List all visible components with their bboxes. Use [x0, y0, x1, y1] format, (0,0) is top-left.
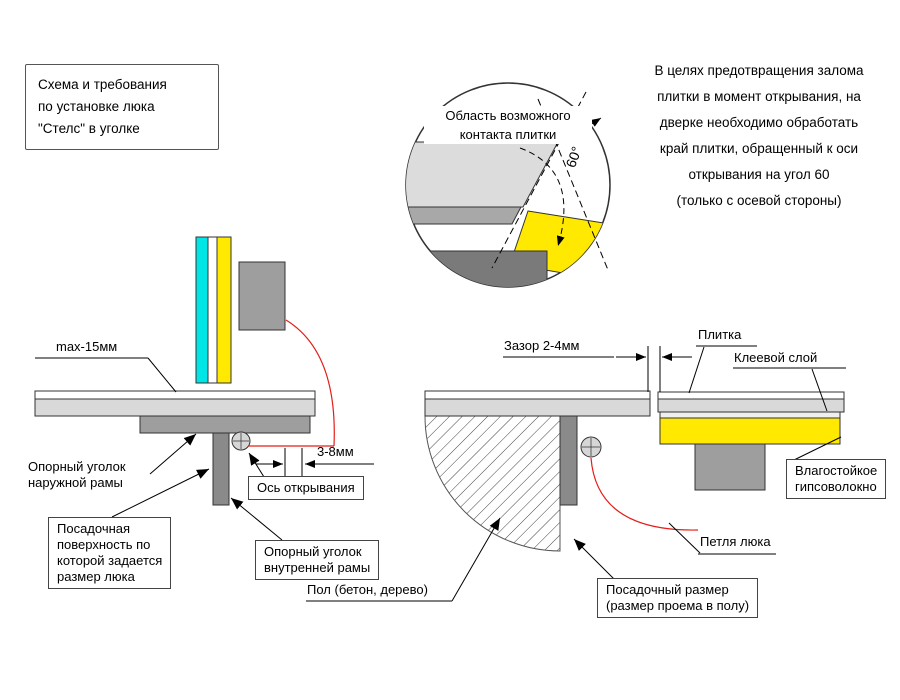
note-text: В целях предотвращения залома плитки в м… — [620, 58, 898, 214]
note-line-1: В целях предотвращения залома — [654, 63, 864, 78]
outer-angle-line-1: Опорный уголок — [28, 459, 126, 474]
seating-surface-label: Посадочная поверхность по которой задает… — [48, 517, 172, 589]
outer-frame-angle — [139, 415, 311, 434]
seating-size-label: Посадочный размер (размер проема в полу) — [597, 578, 759, 618]
inner-frame-angle-post — [212, 432, 230, 506]
seating-size-line-1: Посадочный размер — [606, 582, 729, 597]
right-annotations — [306, 345, 846, 602]
gypsum-line-2: гипсоволокно — [795, 479, 877, 494]
inner-angle-label: Опорный уголок внутренней рамы — [255, 540, 380, 580]
gap-2-4-label: Зазор 2-4мм — [504, 338, 580, 353]
left-slab-tile — [34, 398, 316, 417]
note-line-4: край плитки, обращенный к оси — [659, 141, 859, 156]
note-line-5: открывания на угол 60 — [688, 167, 830, 182]
gypsum-label: Влагостойкое гипсоволокно — [786, 459, 887, 499]
door-tile-top-layer — [657, 391, 845, 400]
title-box: Схема и требования по установке люка "Ст… — [25, 64, 219, 150]
gap-3-8-label: 3-8мм — [317, 444, 354, 459]
detail-contact-line-1: Область возможного — [445, 108, 571, 123]
seating-surface-line-2: поверхность по — [57, 537, 151, 552]
outer-angle-label: Опорный уголок наружной рамы — [28, 459, 126, 491]
gypsum-line-1: Влагостойкое — [795, 463, 878, 478]
seating-surface-line-4: размер люка — [57, 569, 135, 584]
detail-glue — [406, 206, 522, 225]
right-slab-tile — [424, 398, 651, 417]
hinge-label: Петля люка — [700, 534, 771, 549]
note-line-6: (только с осевой стороны) — [676, 193, 842, 208]
door-tile-strip — [195, 236, 209, 384]
note-line-2: плитки в момент открывания, на — [657, 89, 861, 104]
glue-layer — [659, 411, 841, 419]
title-line-2: по установке люка — [38, 99, 155, 114]
inner-angle-line-2: внутренней рамы — [264, 560, 371, 575]
right-opening-arc — [590, 457, 699, 531]
left-section-shapes — [34, 236, 316, 506]
title-line-3: "Стелс" в уголке — [38, 121, 140, 136]
left-opening-arc — [248, 319, 335, 447]
frame-post — [559, 415, 578, 506]
max-thickness-label: max-15мм — [56, 339, 118, 354]
detail-contact-line-2: контакта плитки — [459, 127, 557, 142]
title-line-1: Схема и требования — [38, 77, 167, 92]
outer-angle-line-2: наружной рамы — [28, 475, 123, 490]
tile-label: Плитка — [698, 327, 742, 342]
opening-axis-label: Ось открывания — [248, 476, 364, 500]
seating-size-line-2: (размер проема в полу) — [606, 598, 750, 613]
detail-frame-block — [406, 250, 548, 287]
right-slab-top-layer — [424, 390, 651, 400]
right-section-shapes — [424, 390, 845, 552]
floor-hatch-region — [424, 415, 561, 552]
seating-surface-line-3: которой задается — [57, 553, 163, 568]
detail-contact-label: Область возможного контакта плитки — [424, 106, 592, 144]
gypsum-layer — [659, 417, 841, 445]
door-gypsum-strip — [216, 236, 232, 384]
door-frame-block — [238, 261, 286, 331]
door-frame-angle-block — [694, 443, 766, 491]
seating-surface-line-1: Посадочная — [57, 521, 131, 536]
left-annotations — [35, 357, 374, 541]
left-slab-top-layer — [34, 390, 316, 400]
note-line-3: дверке необходимо обработать — [659, 115, 859, 130]
floor-label: Пол (бетон, дерево) — [307, 582, 428, 597]
door-glue-strip — [207, 236, 218, 384]
glue-layer-label: Клеевой слой — [734, 350, 818, 365]
inner-angle-line-1: Опорный уголок — [264, 544, 362, 559]
door-tile — [657, 398, 845, 413]
